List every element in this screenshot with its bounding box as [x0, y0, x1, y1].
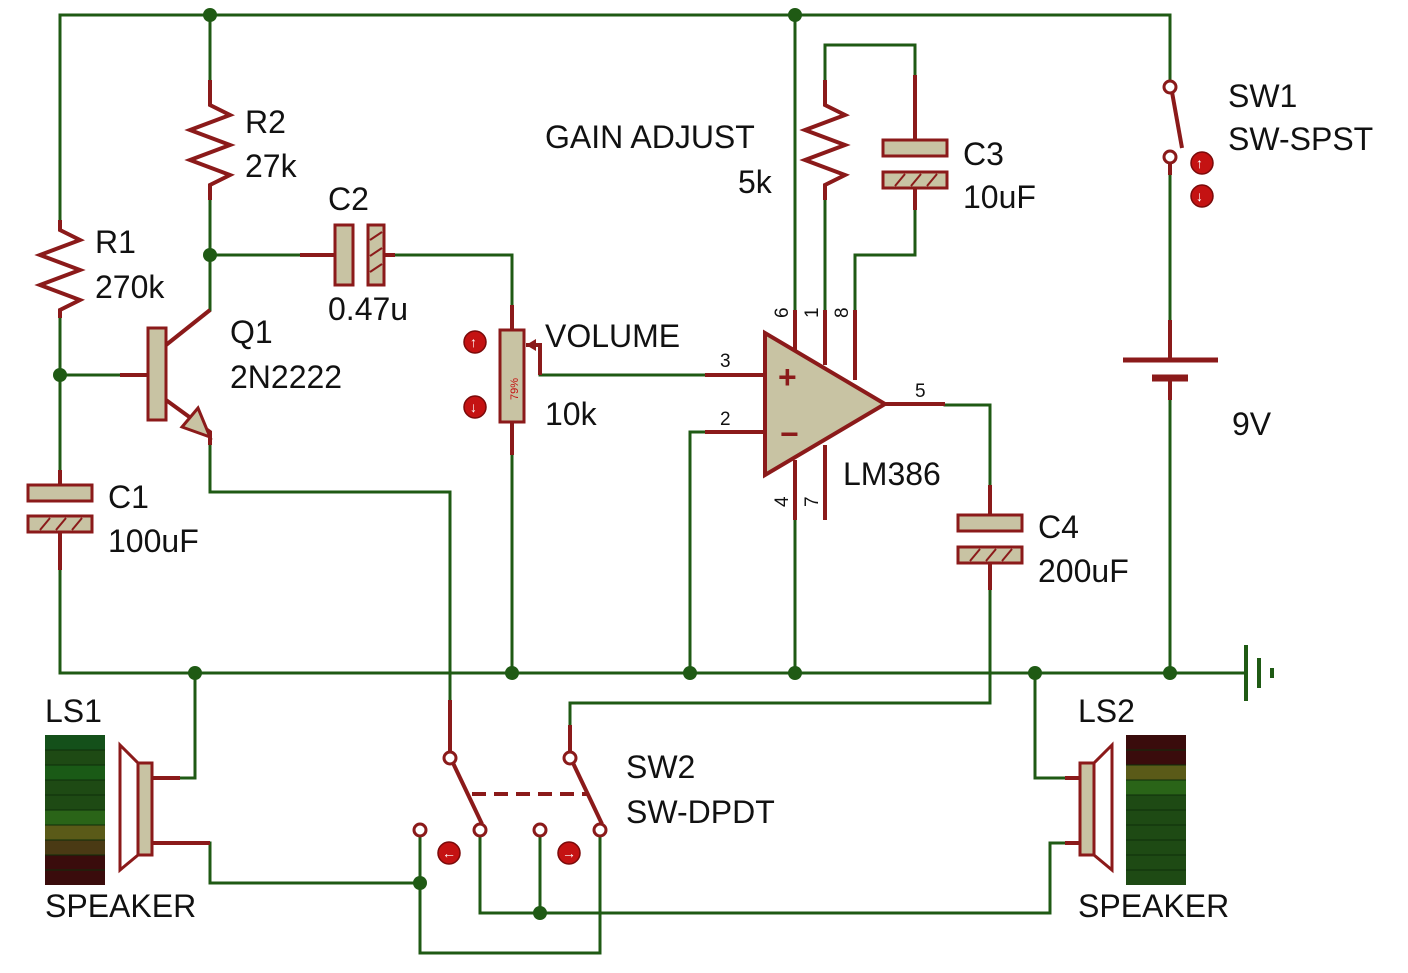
- svg-text:↓: ↓: [1196, 188, 1203, 204]
- pin-4-label: 4: [772, 496, 793, 507]
- q1-ref: Q1: [230, 314, 273, 350]
- noninverting-sign: +: [778, 359, 797, 395]
- c1-ref: C1: [108, 479, 149, 515]
- speaker-ls1[interactable]: LS1 SPEAKER: [45, 693, 210, 924]
- gain-ref: GAIN ADJUST: [545, 119, 755, 155]
- battery[interactable]: 9V: [1123, 320, 1272, 442]
- volume-ref: VOLUME: [545, 318, 680, 354]
- c4-ref: C4: [1038, 509, 1079, 545]
- svg-text:↑: ↑: [1196, 155, 1203, 171]
- ls2-value: SPEAKER: [1078, 888, 1229, 924]
- c3-ref: C3: [963, 136, 1004, 172]
- volume-value: 10k: [545, 396, 598, 432]
- svg-text:↑: ↑: [470, 334, 477, 350]
- ls2-ref: LS2: [1078, 693, 1135, 729]
- capacitor-c4[interactable]: C4 200uF: [956, 485, 1129, 590]
- resistor-r1[interactable]: R1 270k: [34, 220, 165, 318]
- sw1-ref: SW1: [1228, 78, 1297, 114]
- ls1-ref: LS1: [45, 693, 102, 729]
- pin-2-label: 2: [720, 409, 731, 430]
- pin-8-label: 8: [832, 307, 853, 318]
- capacitor-c3[interactable]: C3 10uF: [881, 75, 1036, 215]
- ls2-level-bar: [1126, 735, 1186, 885]
- wires: [58, 13, 1242, 955]
- switch-sw1[interactable]: ↑ ↓ SW1 SW-SPST: [1162, 78, 1373, 208]
- c2-value: 0.47u: [328, 291, 408, 327]
- r1-ref: R1: [95, 224, 136, 260]
- junctions: [53, 8, 1177, 920]
- sw1-value: SW-SPST: [1228, 121, 1373, 157]
- r2-ref: R2: [245, 104, 286, 140]
- c1-value: 100uF: [108, 523, 199, 559]
- u1-ref: LM386: [843, 456, 941, 492]
- ls1-level-bar: [45, 735, 105, 885]
- pin-3-label: 3: [720, 351, 731, 372]
- sw2-value: SW-DPDT: [626, 794, 775, 830]
- opamp-lm386[interactable]: + − 3 2 5 6 1 8 4 7 LM386: [705, 307, 945, 520]
- r1-value: 270k: [95, 269, 165, 305]
- transistor-q1[interactable]: Q1 2N2222: [120, 308, 342, 445]
- battery-value: 9V: [1232, 406, 1272, 442]
- pin-1-label: 1: [802, 307, 823, 318]
- c2-ref: C2: [328, 181, 369, 217]
- switch-sw2[interactable]: ← → SW2 SW-DPDT: [412, 700, 775, 865]
- svg-text:↓: ↓: [470, 399, 477, 415]
- pin-7-label: 7: [802, 496, 823, 507]
- svg-text:←: ←: [442, 845, 456, 861]
- pin-6-label: 6: [772, 307, 793, 318]
- q1-value: 2N2222: [230, 359, 342, 395]
- ls1-value: SPEAKER: [45, 888, 196, 924]
- inverting-sign: −: [780, 416, 799, 452]
- resistor-gain-adjust[interactable]: GAIN ADJUST 5k: [545, 80, 851, 200]
- r2-value: 27k: [245, 148, 298, 184]
- capacitor-c2[interactable]: C2 0.47u: [300, 181, 408, 327]
- potentiometer-volume[interactable]: 79% ↑ ↓ VOLUME 10k: [463, 305, 680, 455]
- speaker-ls2[interactable]: LS2 SPEAKER: [1065, 693, 1229, 924]
- capacitor-c1[interactable]: C1 100uF: [26, 470, 199, 570]
- sw2-ref: SW2: [626, 749, 695, 785]
- pin-5-label: 5: [915, 381, 926, 402]
- ground-icon: [1240, 645, 1274, 701]
- c3-value: 10uF: [963, 179, 1036, 215]
- c4-value: 200uF: [1038, 553, 1129, 589]
- volume-wiper-readout: 79%: [509, 378, 521, 400]
- svg-text:→: →: [562, 845, 576, 861]
- gain-value: 5k: [738, 164, 773, 200]
- resistor-r2[interactable]: R2 27k: [184, 80, 298, 200]
